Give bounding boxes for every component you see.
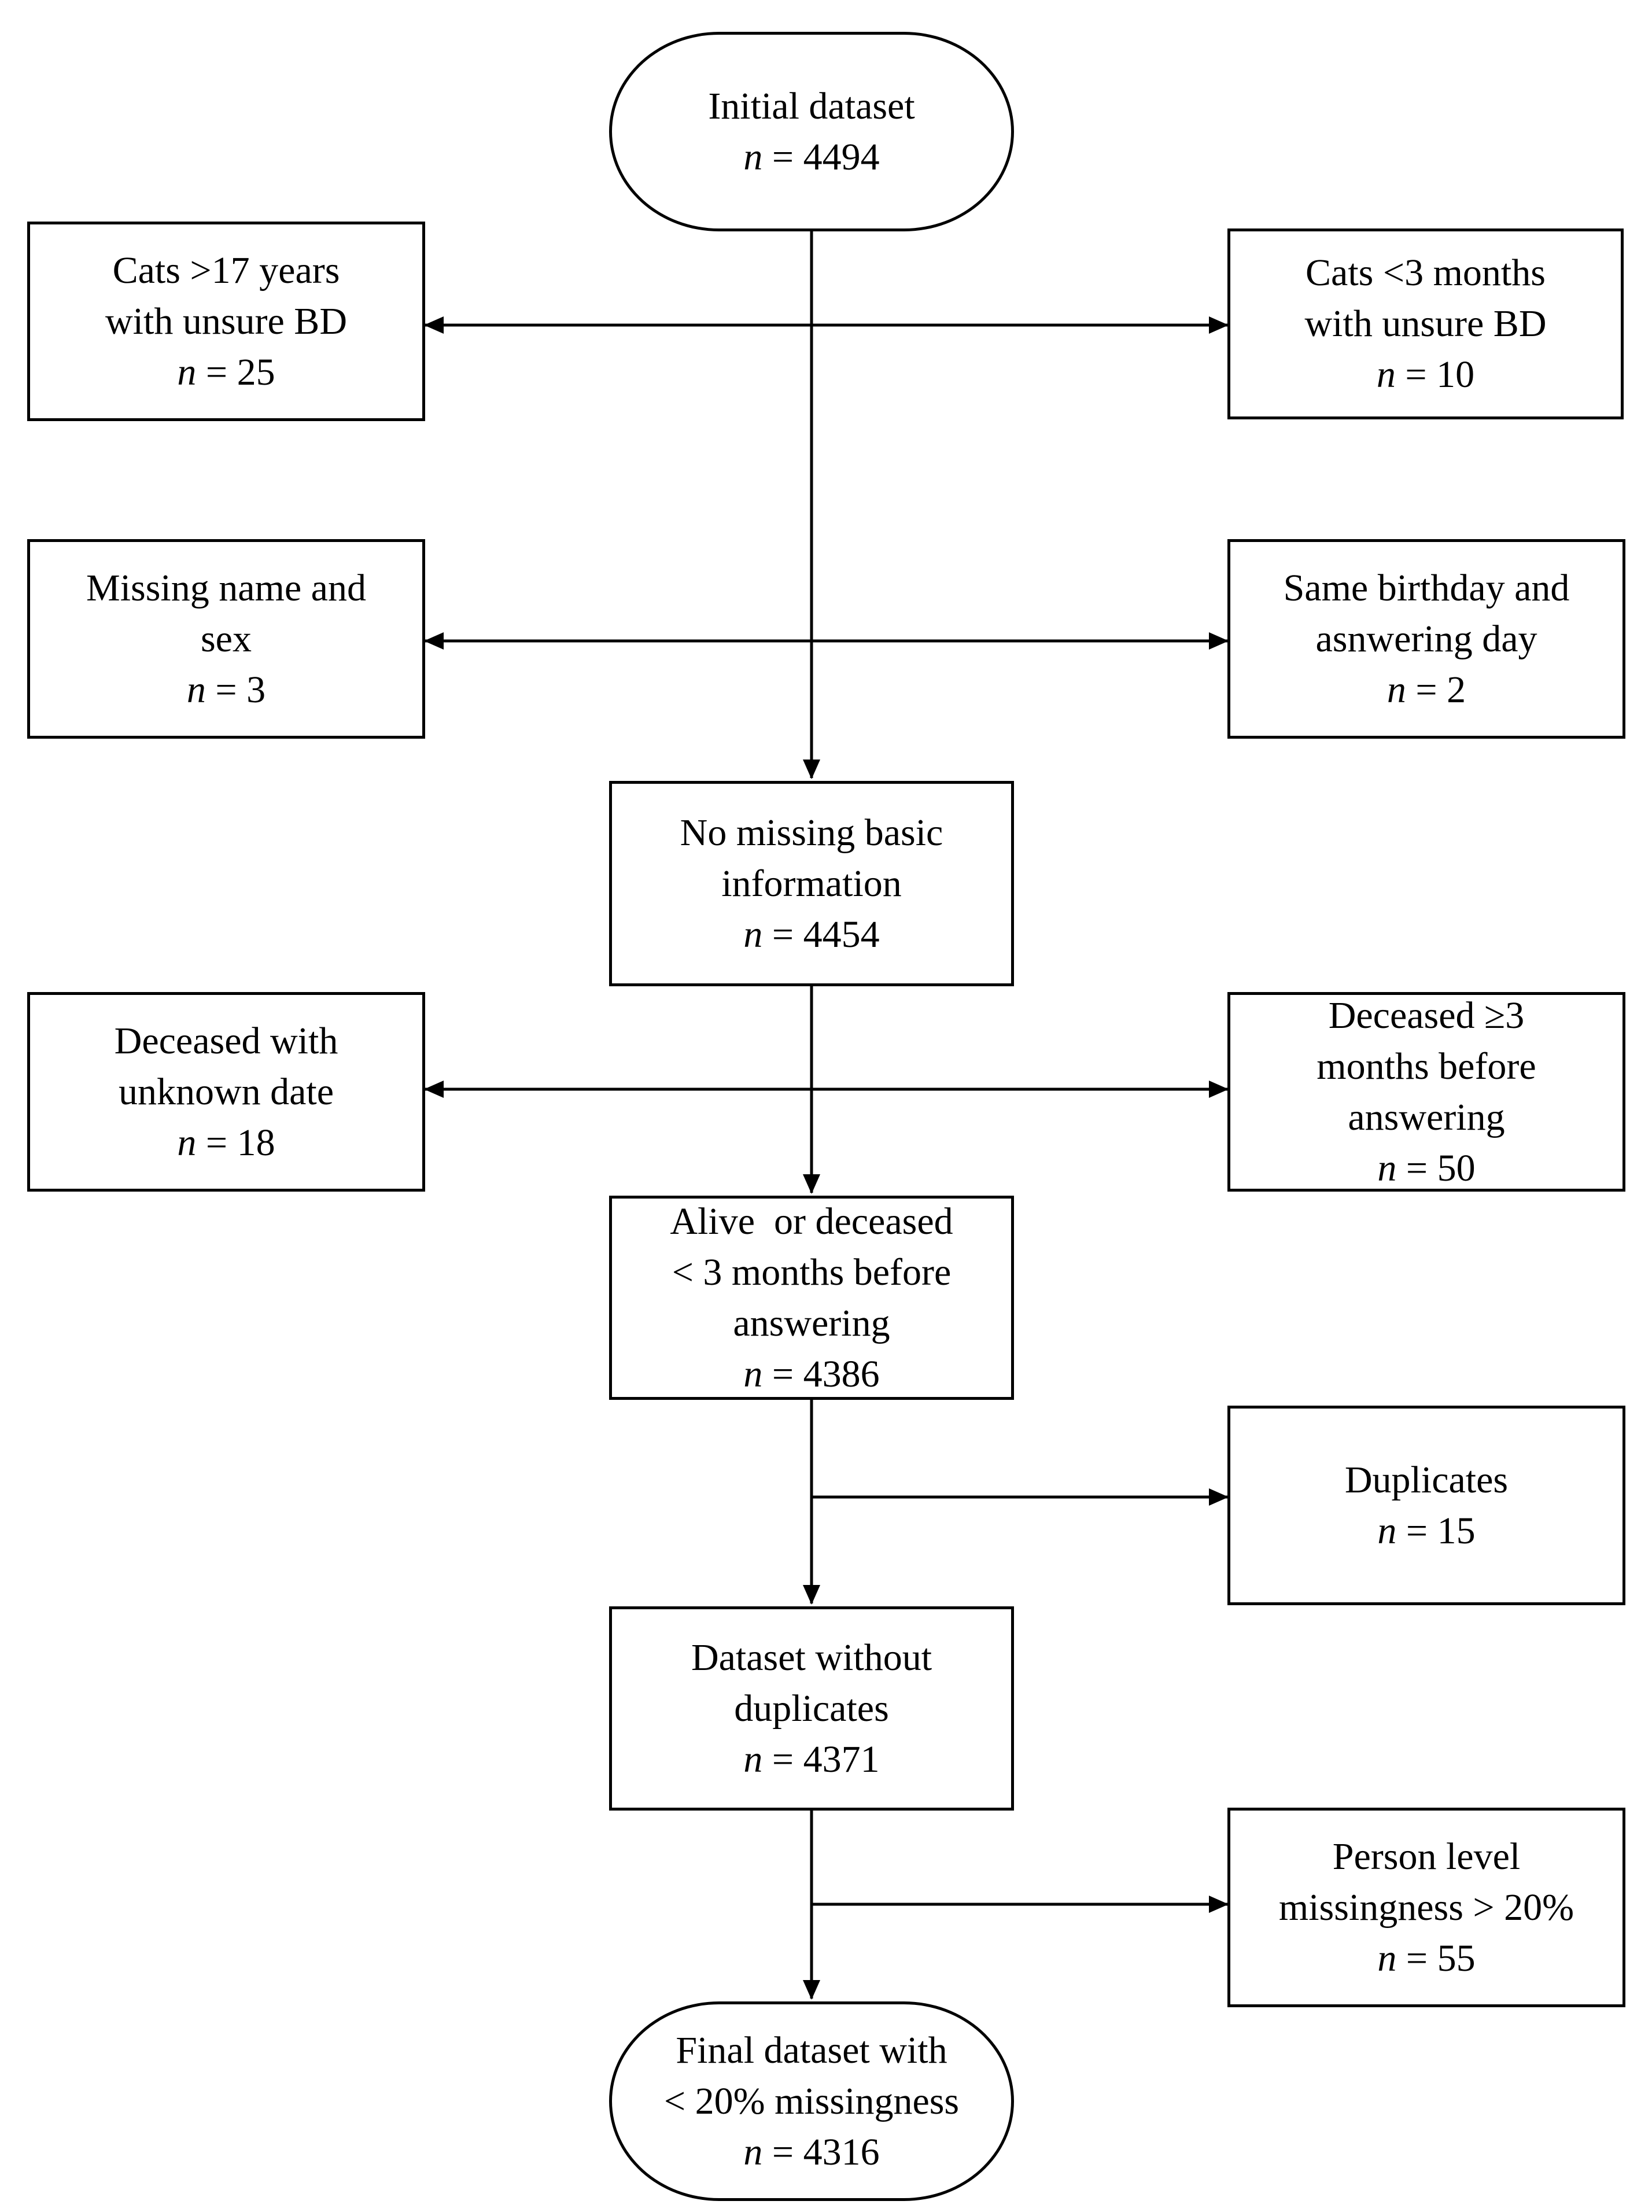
node-cats-over-17: Cats >17 years with unsure BD n = 25	[27, 222, 425, 421]
node-dataset-without-duplicates-line-2: duplicates	[734, 1687, 889, 1730]
count-value: = 4371	[762, 1738, 880, 1780]
node-same-birthday-count: n = 2	[1387, 665, 1466, 716]
node-alive-or-deceased-line-3: answering	[733, 1302, 890, 1344]
node-initial-dataset-line-1: Initial dataset	[708, 84, 915, 127]
n-symbol: n	[743, 913, 763, 956]
n-symbol: n	[743, 1352, 763, 1395]
node-no-missing-basic-info-count: n = 4454	[743, 909, 879, 960]
node-final-dataset: Final dataset with < 20% missingness n =…	[609, 2001, 1014, 2201]
node-initial-dataset-count: n = 4494	[743, 132, 879, 183]
n-symbol: n	[1377, 1509, 1397, 1552]
node-no-missing-basic-info: No missing basic information n = 4454	[609, 781, 1014, 986]
node-missing-name-sex-line-1: Missing name and	[86, 566, 366, 609]
n-symbol: n	[743, 2130, 763, 2173]
node-cats-under-3-months-line-2: with unsure BD	[1304, 303, 1547, 345]
node-duplicates-count: n = 15	[1377, 1506, 1475, 1557]
node-duplicates-line-1: Duplicates	[1344, 1458, 1509, 1501]
node-deceased-3-months-before-count: n = 50	[1377, 1143, 1475, 1194]
count-value: = 4386	[762, 1352, 880, 1395]
node-no-missing-basic-info-line-1: No missing basic	[680, 811, 943, 854]
node-alive-or-deceased-count: n = 4386	[743, 1349, 879, 1400]
count-value: = 18	[196, 1121, 275, 1164]
n-symbol: n	[186, 668, 206, 711]
count-value: = 4454	[762, 913, 880, 956]
node-deceased-unknown-date-line-2: unknown date	[118, 1070, 334, 1113]
count-value: = 2	[1406, 668, 1466, 711]
node-dataset-without-duplicates-count: n = 4371	[743, 1734, 879, 1785]
node-no-missing-basic-info-line-2: information	[721, 862, 902, 905]
node-dataset-without-duplicates-line-1: Dataset without	[691, 1636, 932, 1679]
node-deceased-3-months-before-line-2: months before	[1317, 1045, 1536, 1087]
node-missing-name-sex-count: n = 3	[187, 665, 266, 716]
node-same-birthday-line-1: Same birthday and	[1283, 566, 1570, 609]
n-symbol: n	[1377, 1146, 1397, 1189]
node-deceased-unknown-date: Deceased with unknown date n = 18	[27, 992, 425, 1192]
n-symbol: n	[177, 351, 197, 393]
node-duplicates: Duplicates n = 15	[1227, 1406, 1625, 1605]
node-same-birthday-line-2: asnwering day	[1315, 617, 1537, 660]
node-cats-under-3-months-line-1: Cats <3 months	[1306, 252, 1546, 294]
node-deceased-unknown-date-line-1: Deceased with	[114, 1019, 338, 1062]
node-deceased-3-months-before-line-1: Deceased ≥3	[1328, 994, 1525, 1037]
n-symbol: n	[743, 135, 763, 178]
node-final-dataset-line-1: Final dataset with	[676, 2029, 947, 2071]
node-person-level-missingness: Person level missingness > 20% n = 55	[1227, 1808, 1625, 2007]
n-symbol: n	[1387, 668, 1406, 711]
node-missing-name-sex: Missing name and sex n = 3	[27, 539, 425, 739]
node-dataset-without-duplicates: Dataset without duplicates n = 4371	[609, 1606, 1014, 1811]
n-symbol: n	[743, 1738, 763, 1780]
node-final-dataset-count: n = 4316	[743, 2127, 879, 2178]
count-value: = 25	[196, 351, 275, 393]
node-deceased-unknown-date-count: n = 18	[177, 1118, 275, 1168]
node-cats-under-3-months-count: n = 10	[1377, 349, 1474, 400]
node-cats-over-17-line-1: Cats >17 years	[112, 249, 340, 292]
node-cats-over-17-count: n = 25	[177, 347, 275, 398]
node-alive-or-deceased: Alive or deceased < 3 months before answ…	[609, 1196, 1014, 1400]
n-symbol: n	[1376, 353, 1396, 396]
node-alive-or-deceased-line-2: < 3 months before	[672, 1251, 952, 1293]
count-value: = 55	[1396, 1937, 1476, 1979]
node-cats-over-17-line-2: with unsure BD	[105, 300, 347, 342]
count-value: = 4316	[762, 2130, 880, 2173]
count-value: = 10	[1395, 353, 1475, 396]
node-alive-or-deceased-line-1: Alive or deceased	[670, 1200, 953, 1243]
count-value: = 4494	[762, 135, 880, 178]
node-person-level-missingness-line-1: Person level	[1332, 1835, 1521, 1878]
n-symbol: n	[1377, 1937, 1397, 1979]
node-same-birthday: Same birthday and asnwering day n = 2	[1227, 539, 1625, 739]
node-person-level-missingness-count: n = 55	[1377, 1933, 1475, 1984]
node-deceased-3-months-before: Deceased ≥3 months before answering n = …	[1227, 992, 1625, 1192]
node-cats-under-3-months: Cats <3 months with unsure BD n = 10	[1227, 228, 1624, 419]
node-person-level-missingness-line-2: missingness > 20%	[1278, 1886, 1574, 1929]
node-missing-name-sex-line-2: sex	[201, 617, 252, 660]
node-final-dataset-line-2: < 20% missingness	[663, 2080, 960, 2122]
count-value: = 50	[1396, 1146, 1476, 1189]
node-initial-dataset: Initial dataset n = 4494	[609, 32, 1014, 231]
node-deceased-3-months-before-line-3: answering	[1348, 1096, 1505, 1138]
count-value: = 3	[205, 668, 266, 711]
count-value: = 15	[1396, 1509, 1476, 1552]
n-symbol: n	[177, 1121, 197, 1164]
